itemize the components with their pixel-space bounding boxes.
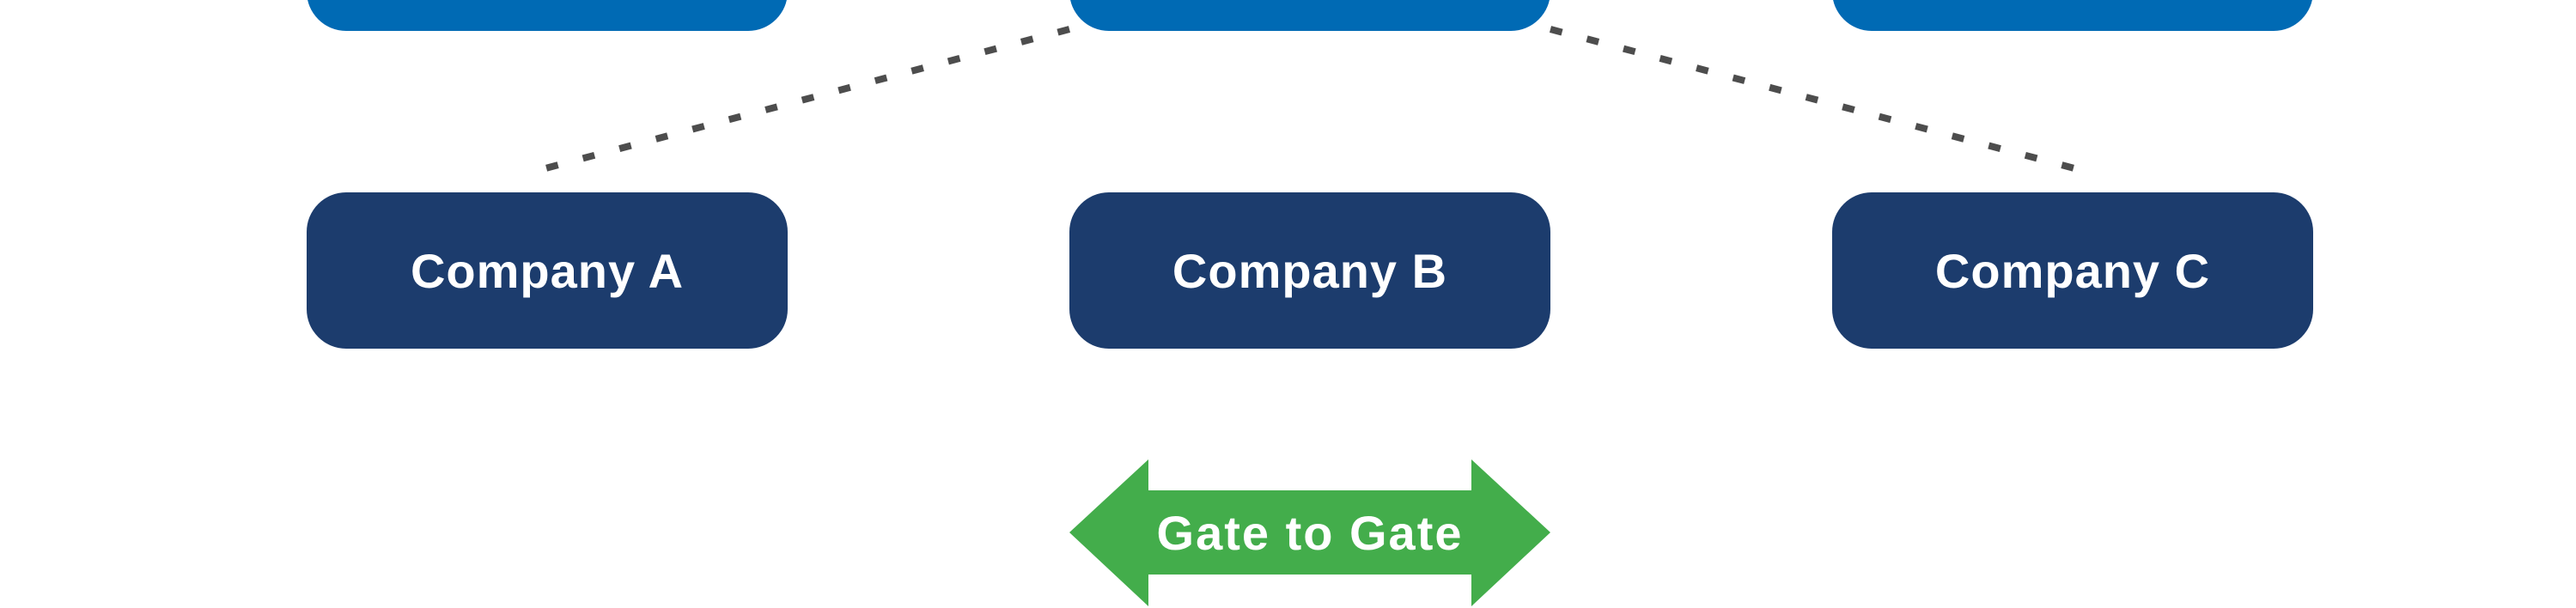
- top-box-center: [1069, 0, 1550, 31]
- company-a-label: Company A: [410, 243, 685, 298]
- company-c-label: Company C: [1934, 243, 2211, 298]
- connector-line-right: [1549, 26, 2076, 172]
- top-box-left: [307, 0, 788, 31]
- company-b-label: Company B: [1172, 243, 1448, 298]
- double-headed-arrow-icon: [1069, 459, 1550, 606]
- gate-to-gate-label: Gate to Gate: [1156, 506, 1464, 560]
- company-c-box: Company C: [1832, 192, 2313, 349]
- company-b-box: Company B: [1069, 192, 1550, 349]
- gate-to-gate-label-wrap: Gate to Gate: [1069, 458, 1550, 608]
- top-box-right: [1832, 0, 2313, 31]
- gate-arrow-shape: [1069, 459, 1550, 606]
- company-a-box: Company A: [307, 192, 788, 349]
- connector-line-left: [544, 26, 1071, 172]
